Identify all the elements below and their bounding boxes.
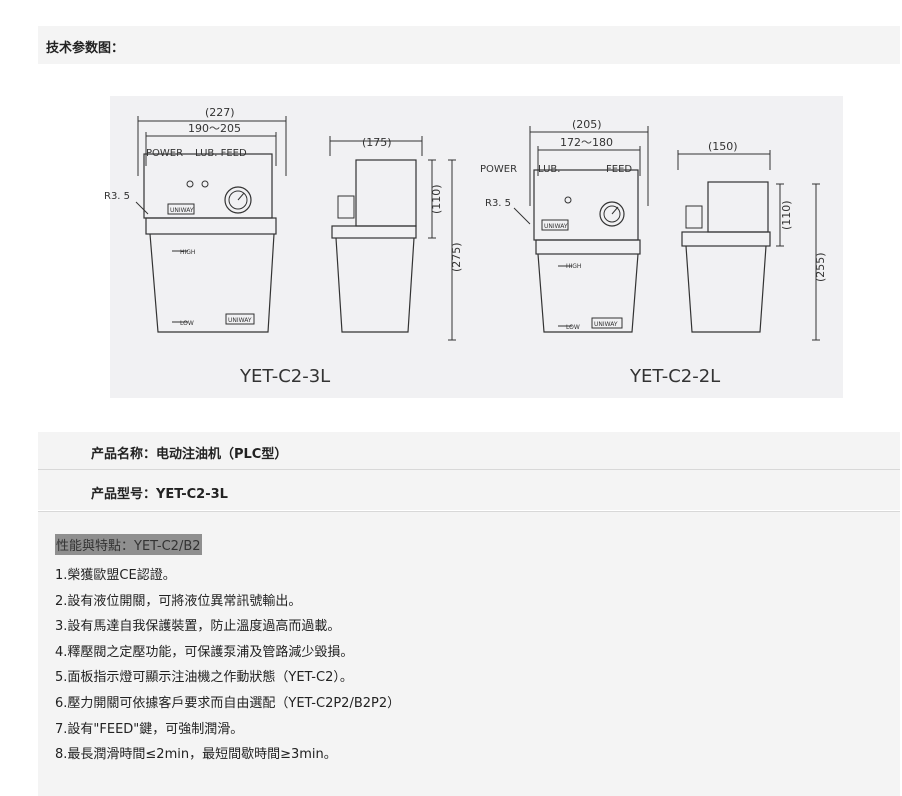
right-label-feed: FEED — [606, 164, 632, 175]
section-title: 技术参数图： — [46, 41, 125, 56]
section-header: 技术参数图： — [38, 26, 900, 64]
left-dim-mount-width: 190～205 — [188, 122, 241, 135]
right-radius: R3. 5 — [485, 198, 511, 209]
feature-item: 4.釋壓閥之定壓功能，可保護泵浦及管路減少毀損。 — [55, 644, 354, 660]
technical-drawing: (227) 190～205 POWER LUB. FEED R3. 5 UNIW… — [104, 96, 843, 398]
features-section: 性能與特點：YET-C2/B2 1.榮獲歐盟CE認證。 2.設有液位開關，可將液… — [38, 511, 900, 796]
feature-item: 8.最長潤滑時間≤2min，最短間歇時間≥3min。 — [55, 747, 337, 763]
feature-item: 7.設有"FEED"鍵，可強制潤滑。 — [55, 721, 244, 737]
left-unit-front-view: (227) 190～205 POWER LUB. FEED R3. 5 UNIW… — [104, 106, 330, 387]
feature-item: 1.榮獲歐盟CE認證。 — [55, 568, 176, 583]
right-label-power: POWER — [480, 164, 517, 175]
left-dim-overall-width: (227) — [205, 106, 235, 119]
feature-item: 5.面板指示燈可顯示注油機之作動狀態（YET-C2）。 — [55, 670, 353, 686]
product-model: 产品型号：YET-C2-3L — [91, 487, 228, 502]
feature-item: 6.壓力開關可依據客戶要求而自由選配（YET-C2P2/B2P2） — [55, 695, 401, 711]
right-dim-mount-width: 172～180 — [560, 136, 613, 149]
right-dim-upper-height: (110) — [780, 200, 793, 230]
right-unit-front-view: (205) 172～180 POWER LUB. FEED R3. 5 UNIW… — [480, 118, 720, 387]
left-dim-upper-height: (110) — [430, 184, 443, 214]
left-label-high: HIGH — [180, 249, 195, 256]
right-brand-lower: UNIWAY — [594, 321, 618, 328]
features-list: 1.榮獲歐盟CE認證。 2.設有液位開關，可將液位異常訊號輸出。 3.設有馬達自… — [55, 563, 400, 768]
right-dim-overall-width: (205) — [572, 118, 602, 131]
product-name-row: 产品名称：电动注油机（PLC型） — [38, 432, 900, 470]
right-model-label: YET-C2-2L — [629, 366, 720, 387]
left-label-power: POWER — [146, 148, 183, 159]
features-title: 性能與特點：YET-C2/B2 — [55, 534, 202, 555]
right-label-low: LOW — [566, 324, 580, 331]
right-dim-total-height: (255) — [814, 252, 827, 282]
feature-item: 2.設有液位開關，可將液位異常訊號輸出。 — [55, 593, 302, 609]
right-unit-side-view: (150) (110) (255) — [677, 140, 827, 341]
product-name: 产品名称：电动注油机（PLC型） — [91, 447, 288, 462]
left-label-lub-feed: LUB. FEED — [195, 148, 247, 159]
right-label-high: HIGH — [566, 263, 581, 270]
left-radius: R3. 5 — [104, 191, 130, 202]
right-dim-depth: (150) — [708, 140, 738, 153]
left-brand-upper: UNIWAY — [170, 207, 194, 214]
left-brand-lower: UNIWAY — [228, 317, 252, 324]
feature-item: 3.設有馬達自我保護裝置，防止溫度過高而過載。 — [55, 619, 341, 635]
left-unit-side-view: (175) (110) (275) — [329, 136, 463, 341]
right-brand-upper: UNIWAY — [544, 223, 568, 230]
left-dim-depth: (175) — [362, 136, 392, 149]
left-label-low: LOW — [180, 320, 194, 327]
product-model-row: 产品型号：YET-C2-3L — [38, 470, 900, 510]
right-label-lub: LUB. — [538, 164, 560, 175]
left-model-label: YET-C2-3L — [239, 366, 330, 387]
left-dim-total-height: (275) — [450, 242, 463, 272]
